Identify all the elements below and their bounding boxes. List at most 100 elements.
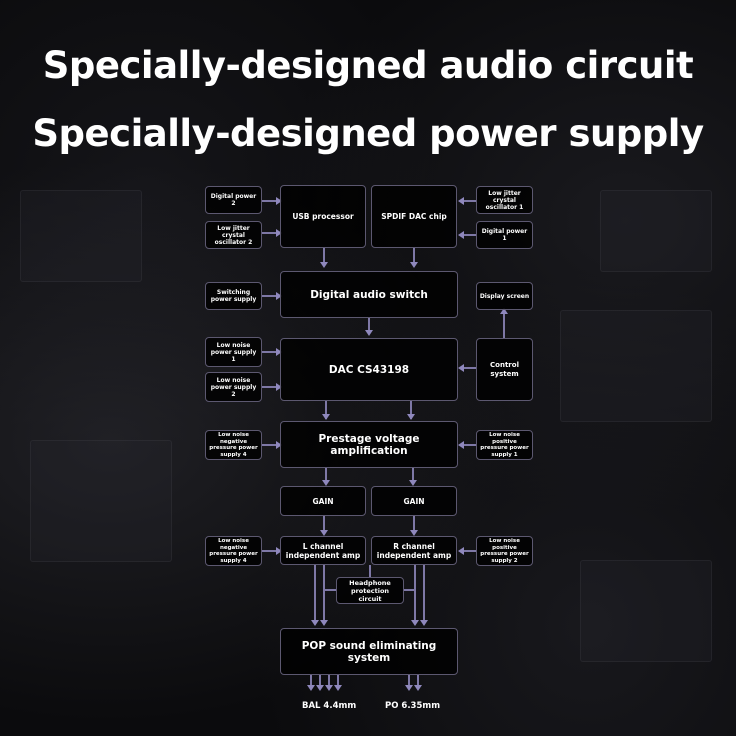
connector	[413, 248, 415, 266]
connector	[503, 312, 505, 338]
arrow-down-icon	[405, 685, 413, 691]
connector	[262, 232, 278, 234]
digital-power-1-block: Digital power 1	[476, 221, 533, 249]
arrow-down-icon	[307, 685, 315, 691]
arrow-right-icon	[276, 383, 282, 391]
arrow-left-icon	[458, 547, 464, 555]
connector	[368, 318, 370, 334]
arrow-down-icon	[409, 480, 417, 486]
connector	[323, 248, 325, 266]
bg-decoration	[580, 560, 712, 662]
connector	[319, 675, 321, 687]
arrow-down-icon	[316, 685, 324, 691]
arrow-right-icon	[276, 292, 282, 300]
connector	[314, 565, 316, 623]
digital-power-2-block: Digital power 2	[205, 186, 262, 214]
spdif-dac-chip-block: SPDIF DAC chip	[371, 185, 457, 248]
connector	[337, 675, 339, 687]
connector	[423, 565, 425, 623]
connector	[328, 675, 330, 687]
arrow-down-icon	[322, 414, 330, 420]
prestage-amplification-block: Prestage voltage amplification	[280, 421, 458, 468]
arrow-down-icon	[411, 620, 419, 626]
crystal-oscillator-2-block: Low jitter crystal oscillator 2	[205, 221, 262, 249]
digital-audio-switch-block: Digital audio switch	[280, 271, 458, 318]
arrow-left-icon	[458, 364, 464, 372]
connector	[262, 444, 278, 446]
arrow-down-icon	[320, 620, 328, 626]
connector	[323, 516, 325, 534]
pop-eliminating-block: POP sound eliminating system	[280, 628, 458, 675]
arrow-up-icon	[500, 308, 508, 314]
l-channel-amp-block: L channel independent amp	[280, 536, 366, 565]
connector	[262, 351, 278, 353]
single-ended-output-label: PO 6.35mm	[385, 701, 441, 711]
low-noise-power-2-block: Low noise power supply 2	[205, 372, 262, 402]
arrow-right-icon	[276, 197, 282, 205]
arrow-left-icon	[458, 197, 464, 205]
arrow-down-icon	[320, 530, 328, 536]
negative-supply-4-bottom-block: Low noise negative pressure power supply…	[205, 536, 262, 566]
connector	[462, 367, 476, 369]
connector	[325, 401, 327, 419]
bg-decoration	[30, 440, 172, 562]
connector	[412, 468, 414, 484]
dac-block: DAC CS43198	[280, 338, 458, 401]
connector	[262, 386, 278, 388]
connector	[417, 675, 419, 687]
headline-line-1: Specially-designed audio circuit	[42, 44, 694, 87]
negative-supply-4-top-block: Low noise negative pressure power supply…	[205, 430, 262, 460]
bg-decoration	[560, 310, 712, 422]
connector	[462, 234, 476, 236]
arrow-down-icon	[407, 414, 415, 420]
arrow-down-icon	[410, 262, 418, 268]
connector	[408, 675, 410, 687]
connector	[369, 565, 371, 577]
gain-right-block: GAIN	[371, 486, 457, 516]
arrow-right-icon	[276, 348, 282, 356]
gain-left-block: GAIN	[280, 486, 366, 516]
connector	[325, 468, 327, 484]
headline-line-2: Specially-designed power supply	[32, 112, 704, 155]
connector	[404, 589, 414, 591]
display-screen-block: Display screen	[476, 282, 533, 310]
bg-decoration	[600, 190, 712, 272]
switching-power-supply-block: Switching power supply	[205, 282, 262, 310]
bg-decoration	[20, 190, 142, 282]
connector	[413, 516, 415, 534]
connector	[262, 200, 278, 202]
arrow-right-icon	[276, 229, 282, 237]
headphone-protection-block: Headphone protection circuit	[336, 577, 404, 604]
arrow-down-icon	[325, 685, 333, 691]
connector	[323, 589, 337, 591]
crystal-oscillator-1-block: Low jitter crystal oscillator 1	[476, 186, 533, 214]
positive-supply-1-block: Low noise positive pressure power supply…	[476, 430, 533, 460]
arrow-left-icon	[458, 231, 464, 239]
arrow-down-icon	[322, 480, 330, 486]
connector	[410, 401, 412, 419]
usb-processor-block: USB processor	[280, 185, 366, 248]
low-noise-power-1-block: Low noise power supply 1	[205, 337, 262, 367]
balanced-output-label: BAL 4.4mm	[302, 701, 357, 711]
arrow-right-icon	[276, 547, 282, 555]
arrow-down-icon	[420, 620, 428, 626]
connector	[262, 295, 278, 297]
arrow-down-icon	[410, 530, 418, 536]
arrow-right-icon	[276, 441, 282, 449]
connector	[414, 565, 416, 623]
control-system-block: Control system	[476, 338, 533, 401]
arrow-down-icon	[334, 685, 342, 691]
connector	[310, 675, 312, 687]
arrow-left-icon	[458, 441, 464, 449]
connector	[462, 550, 476, 552]
arrow-down-icon	[320, 262, 328, 268]
connector	[262, 550, 278, 552]
r-channel-amp-block: R channel independent amp	[371, 536, 457, 565]
connector	[323, 565, 325, 623]
arrow-down-icon	[414, 685, 422, 691]
arrow-down-icon	[365, 330, 373, 336]
connector	[462, 444, 476, 446]
positive-supply-2-block: Low noise positive pressure power supply…	[476, 536, 533, 566]
connector	[462, 200, 476, 202]
arrow-down-icon	[311, 620, 319, 626]
